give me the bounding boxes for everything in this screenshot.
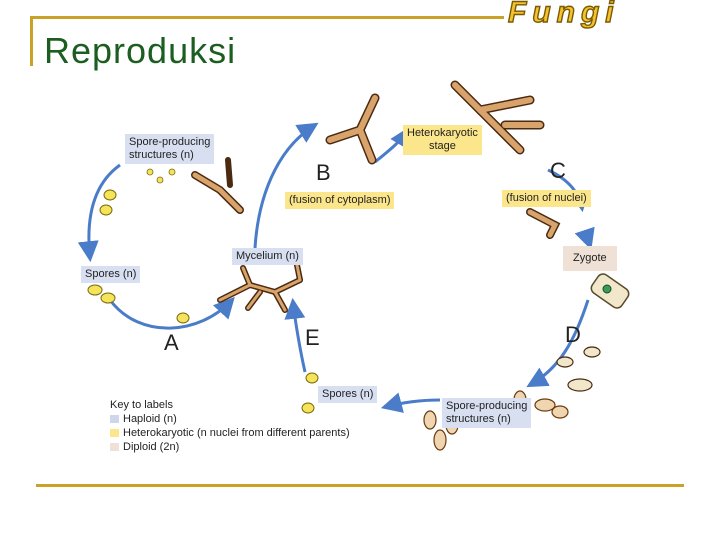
fusion-cytoplasm-label: (fusion of cytoplasm) bbox=[285, 192, 394, 209]
key-item-heterokaryotic: Heterokaryotic (n nuclei from different … bbox=[110, 426, 350, 440]
letter-e: E bbox=[305, 325, 320, 351]
zygote-label: Zygote bbox=[563, 246, 617, 271]
heterokaryotic-label: Heterokaryotic stage bbox=[403, 125, 482, 155]
small-spores bbox=[147, 169, 175, 183]
spore-structures-left-label: Spore-producing structures (n) bbox=[125, 134, 214, 164]
arrow-spores-to-mycelium-right bbox=[293, 302, 305, 372]
arrow-spore-structures-to-spores-right bbox=[385, 400, 440, 407]
arrow-spores-to-mycelium bbox=[110, 300, 232, 328]
key-item-diploid: Diploid (2n) bbox=[110, 440, 350, 454]
diploid-swatch bbox=[110, 443, 119, 451]
zygote-cell bbox=[589, 272, 631, 311]
spore-structures-right-label: Spore-producing structures (n) bbox=[442, 398, 531, 428]
spore-structures-right-line2: structures (n) bbox=[446, 413, 527, 426]
spore-structures-left-line2: structures (n) bbox=[129, 149, 210, 162]
spore-structures-right-line1: Spore-producing bbox=[446, 400, 527, 413]
key-to-labels: Key to labels Haploid (n) Heterokaryotic… bbox=[110, 398, 350, 454]
arrow-nuclei-to-zygote bbox=[582, 232, 590, 246]
key-item-label: Heterokaryotic (n nuclei from different … bbox=[123, 426, 350, 440]
key-item-label: Haploid (n) bbox=[123, 412, 177, 426]
letter-b: B bbox=[316, 160, 331, 186]
letter-d: D bbox=[565, 322, 581, 348]
haploid-swatch bbox=[110, 415, 119, 423]
letter-a: A bbox=[164, 330, 179, 356]
spore-structure-left bbox=[195, 160, 240, 210]
arrow-mycelium-to-fusion bbox=[255, 125, 315, 248]
key-title: Key to labels bbox=[110, 398, 350, 412]
key-item-label: Diploid (2n) bbox=[123, 440, 179, 454]
heterokaryotic-swatch bbox=[110, 429, 119, 437]
key-item-haploid: Haploid (n) bbox=[110, 412, 350, 426]
fusion-nuclei-label: (fusion of nuclei) bbox=[502, 190, 591, 207]
spore-structures-left-line1: Spore-producing bbox=[129, 136, 210, 149]
heterokaryotic-line1: Heterokaryotic bbox=[407, 127, 478, 140]
heterokaryotic-line2: stage bbox=[407, 140, 478, 153]
spores-left-label: Spores (n) bbox=[81, 266, 140, 283]
cycle-arrows bbox=[89, 125, 590, 407]
letter-c: C bbox=[550, 158, 566, 184]
mycelium-label: Mycelium (n) bbox=[232, 248, 303, 265]
nuclei-fusion-hypha bbox=[530, 212, 555, 235]
